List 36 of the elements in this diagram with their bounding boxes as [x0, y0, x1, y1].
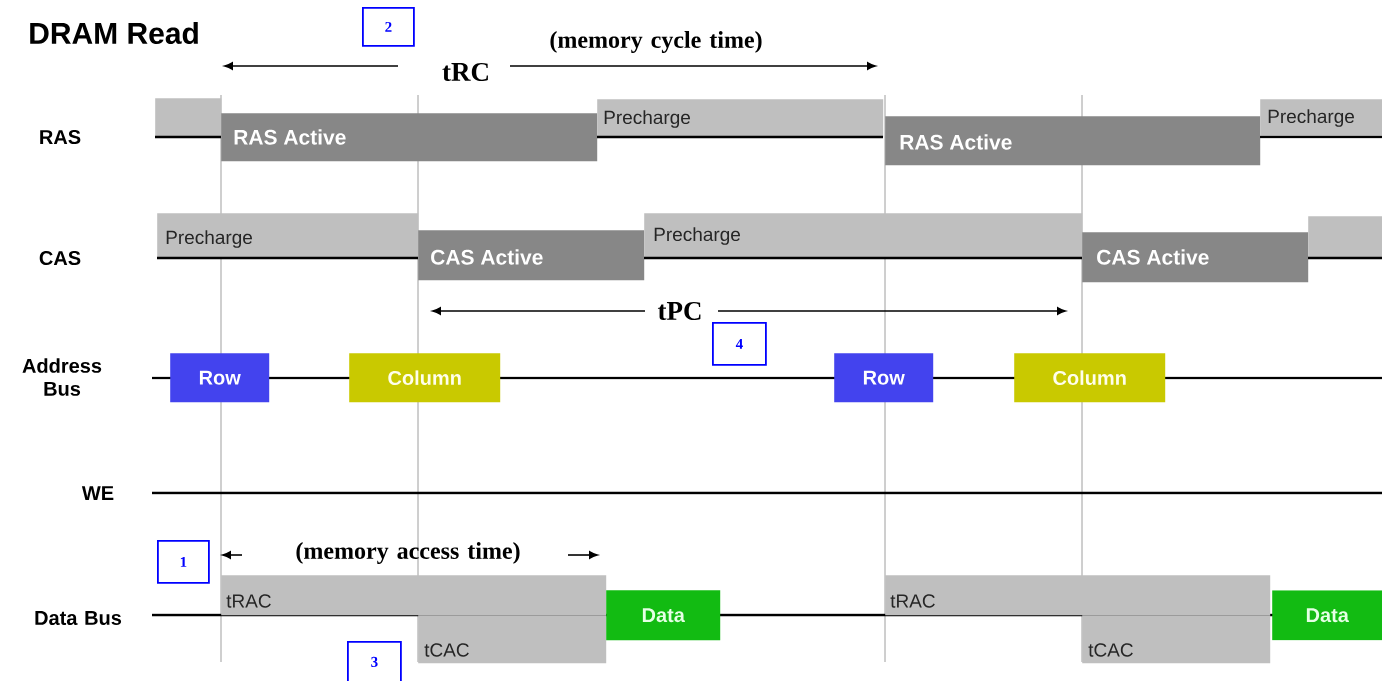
bus-value-box: Data [1272, 590, 1382, 641]
timing-label: (memory cycle time) [550, 31, 762, 53]
callout-number: 2 [362, 7, 415, 47]
signal-name: CAS [39, 250, 81, 266]
signal-segment: RAS Active [885, 116, 1261, 166]
bus-value-box: Row [170, 353, 270, 403]
node-label: tCAC [424, 643, 469, 657]
node-label: tCAC [1088, 643, 1133, 657]
signal-name: Data Bus [35, 611, 122, 625]
callout-number: 1 [157, 540, 210, 584]
timing-label: (memory access time) [296, 542, 520, 564]
signal-segment: Precharge [1260, 99, 1382, 139]
bus-value-box: Data [606, 590, 721, 641]
signal-segment: CAS Active [1082, 232, 1309, 283]
signal-segment: Precharge [597, 99, 884, 139]
signal-name: RAS [40, 129, 81, 145]
signal-segment: tCAC [418, 615, 607, 664]
bus-value-box: Column [1014, 353, 1166, 403]
signal-segment [1308, 216, 1382, 260]
signal-segment: CAS Active [418, 230, 645, 281]
title: DRAM Read [30, 22, 198, 45]
signal-segment: tRAC [885, 575, 1271, 616]
signal-name: WE [81, 486, 114, 500]
signal-segment: Precharge [644, 213, 1083, 260]
signal-segment [155, 98, 222, 139]
callout-number: 4 [712, 322, 767, 366]
bus-value-box: Column [349, 353, 501, 403]
timing-label: tPC [657, 301, 701, 321]
callout-number: 3 [347, 641, 402, 681]
signal-segment: tRAC [221, 575, 607, 616]
signal-segment: RAS Active [221, 113, 598, 162]
bus-value-box: Row [834, 353, 934, 403]
signal-name: Address Bus [22, 358, 102, 396]
signal-segment: tCAC [1082, 615, 1271, 664]
signal-segment: Precharge [157, 213, 419, 260]
timing-label: tRC [442, 62, 488, 82]
